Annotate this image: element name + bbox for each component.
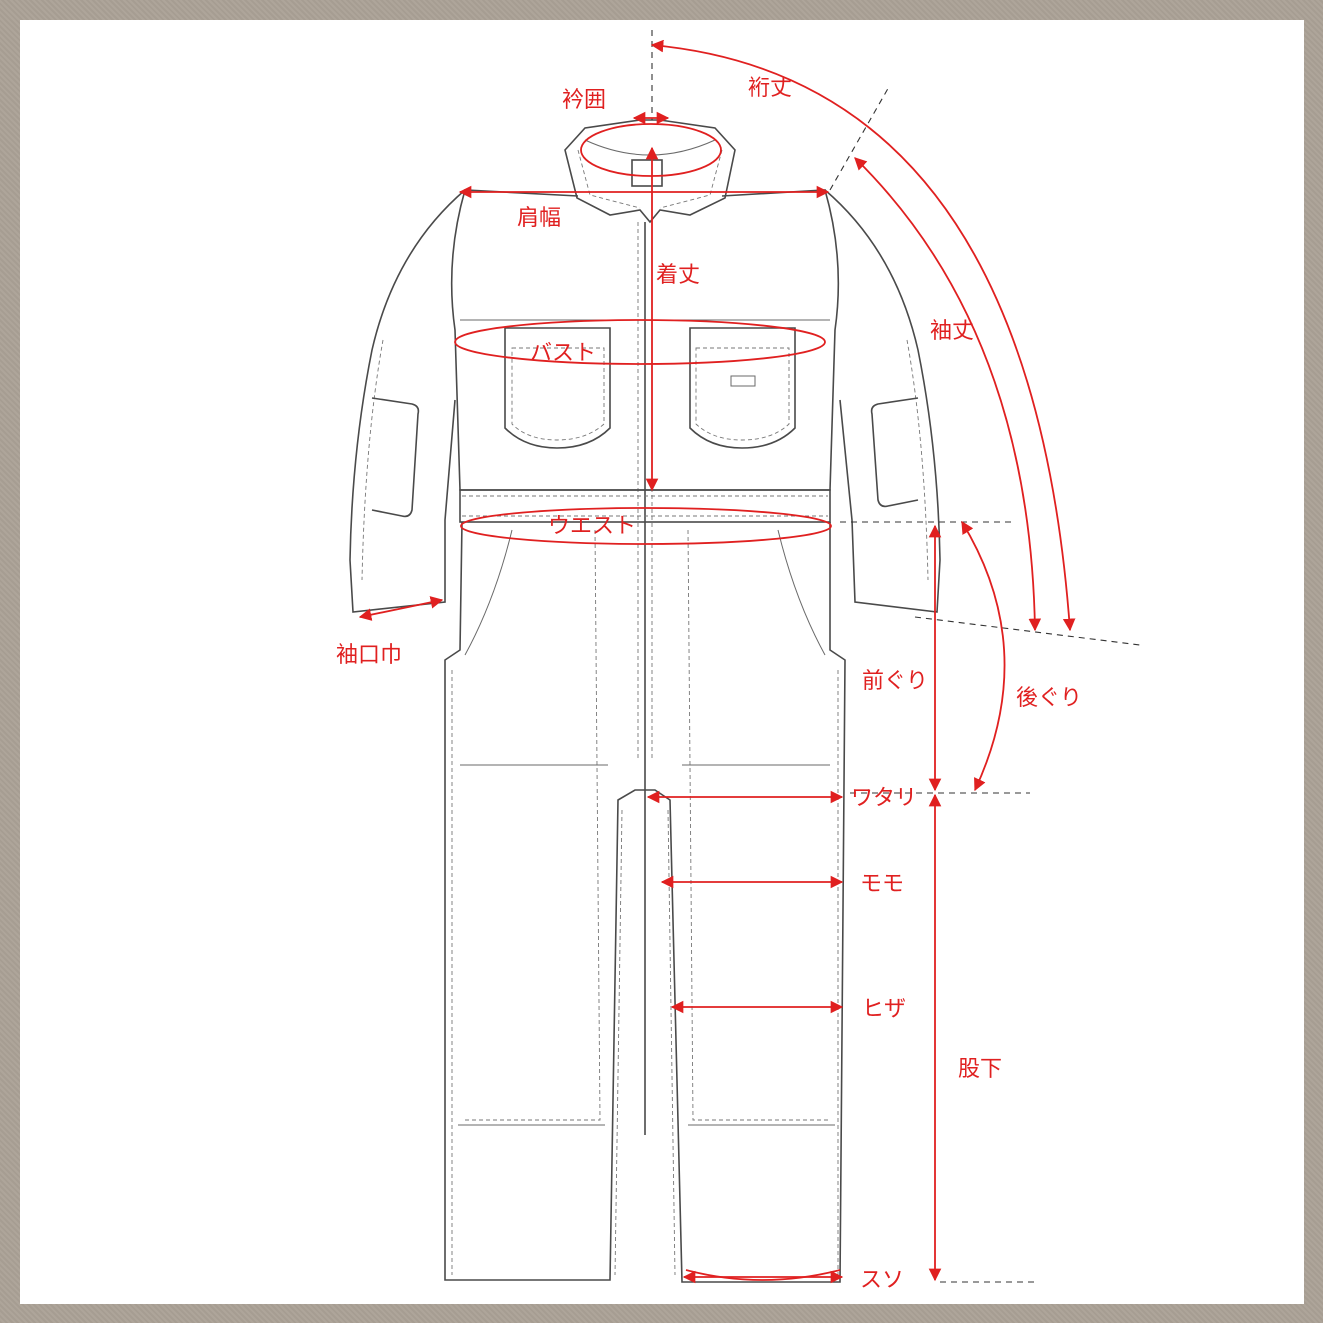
- label-sleeve: 袖丈: [930, 319, 974, 344]
- label-length: 着丈: [656, 263, 700, 288]
- label-cuff: 袖口巾: [336, 643, 402, 668]
- label-back-rise: 後ぐり: [1016, 686, 1082, 711]
- measurement-lines: [358, 39, 1076, 1284]
- label-collar: 衿囲: [562, 88, 606, 113]
- label-inseam: 股下: [958, 1057, 1002, 1082]
- label-yuki: 裄丈: [748, 76, 792, 101]
- waist-ellipse: [460, 507, 832, 545]
- label-watari: ワタリ: [851, 786, 917, 811]
- collar-ellipse: [580, 123, 722, 177]
- cuff-arrow: [358, 596, 444, 621]
- label-knee: ヒザ: [862, 997, 906, 1022]
- label-hem: スソ: [860, 1268, 904, 1293]
- coverall-garment-drawing: [349, 119, 941, 1283]
- label-shoulder: 肩幅: [517, 206, 561, 231]
- label-front-rise: 前ぐり: [862, 669, 928, 694]
- label-momo: モモ: [860, 872, 904, 897]
- measurement-labels: 衿囲 裄丈 肩幅 着丈 バスト 袖丈 ウエスト 袖口巾 前ぐり 後ぐり ワタリ …: [336, 76, 1082, 1293]
- bust-ellipse: [454, 319, 826, 365]
- label-waist: ウエスト: [548, 514, 636, 539]
- sleeve-arc: [854, 157, 1042, 632]
- guide-lines: [651, 30, 1141, 1283]
- back-rise-arc: [961, 520, 1006, 792]
- label-bust: バスト: [530, 341, 596, 366]
